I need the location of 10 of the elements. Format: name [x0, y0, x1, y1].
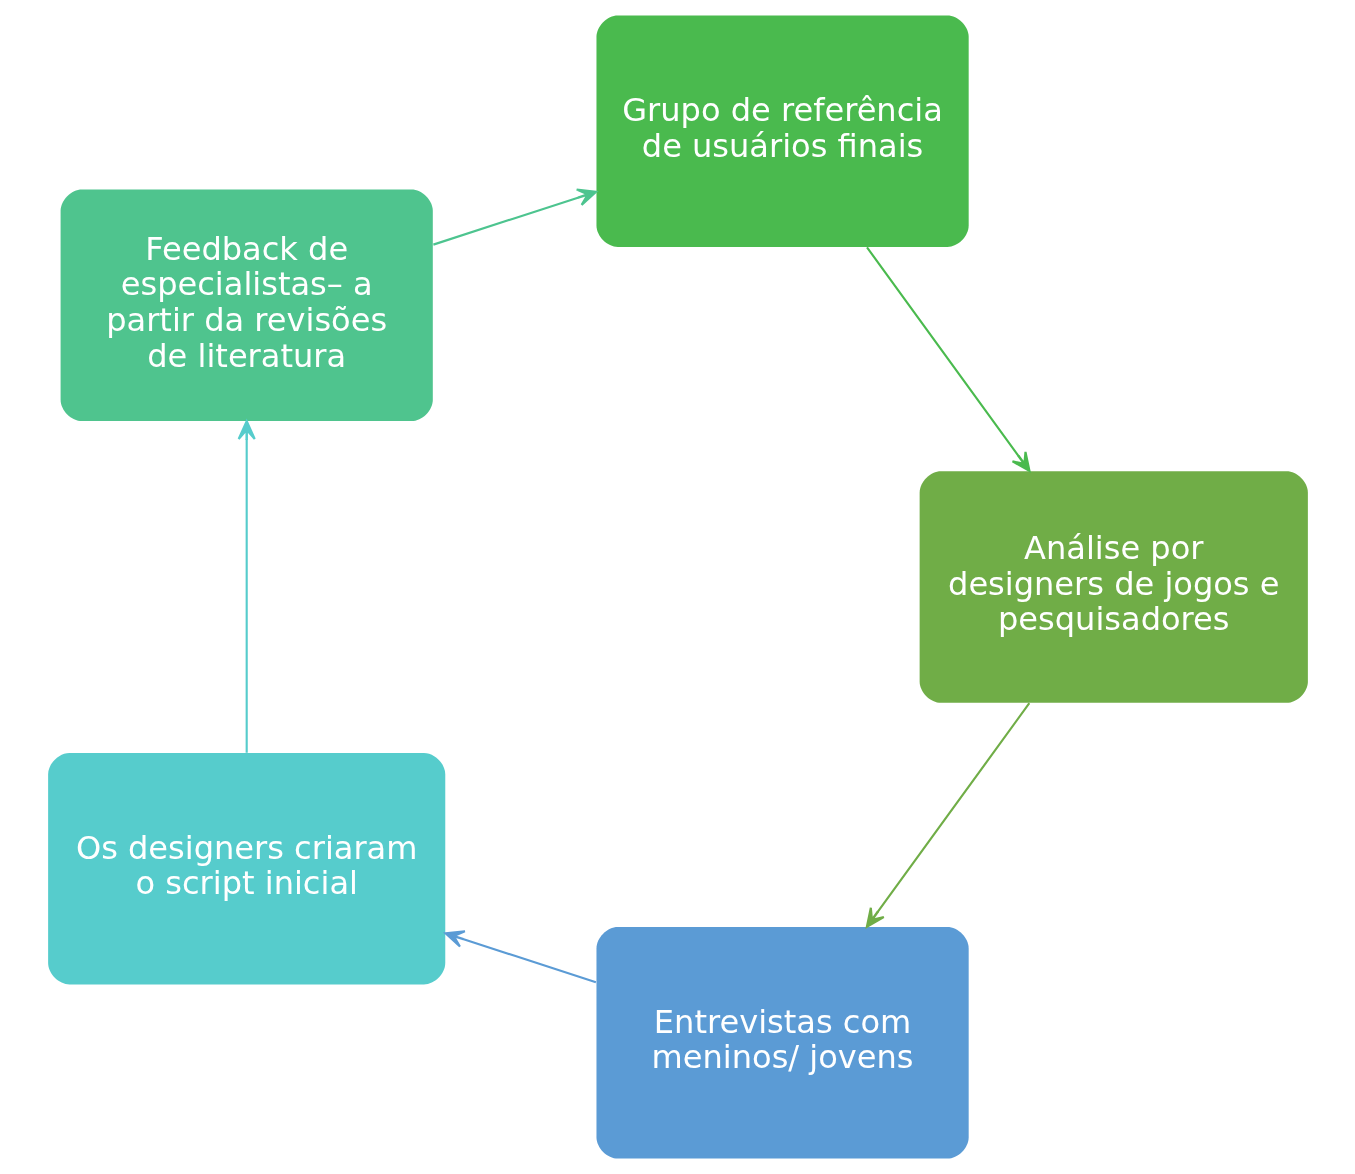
node-box: Análise por designers de jogos e pesquisadores: [919, 471, 1308, 703]
arrow: [865, 702, 1030, 928]
node-box: Entrevistas com meninos/ jovens: [595, 927, 969, 1159]
arrow: [432, 188, 597, 246]
arrow: [865, 246, 1031, 473]
arrow: [237, 420, 256, 753]
arrow: [443, 930, 596, 984]
node-box: Os designers criaram o script inicial: [47, 752, 445, 985]
node-box: Grupo de referência de usuários finais: [595, 15, 969, 247]
node-box: Feedback de especialistas– a partir da revisões de literatura: [60, 189, 433, 422]
